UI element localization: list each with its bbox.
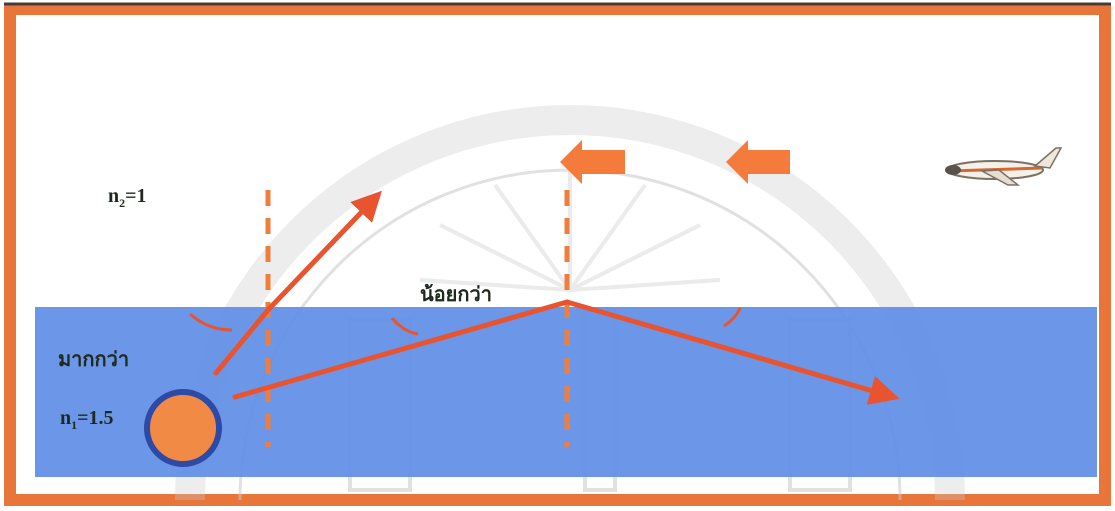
more-dense-label: มากกว่า [58, 350, 129, 370]
less-dense-label: น้อยกว่า [420, 285, 492, 305]
n2-label: n2=1 [108, 186, 147, 206]
light-source-circle [147, 392, 219, 464]
n1-label: n1=1.5 [60, 408, 114, 428]
